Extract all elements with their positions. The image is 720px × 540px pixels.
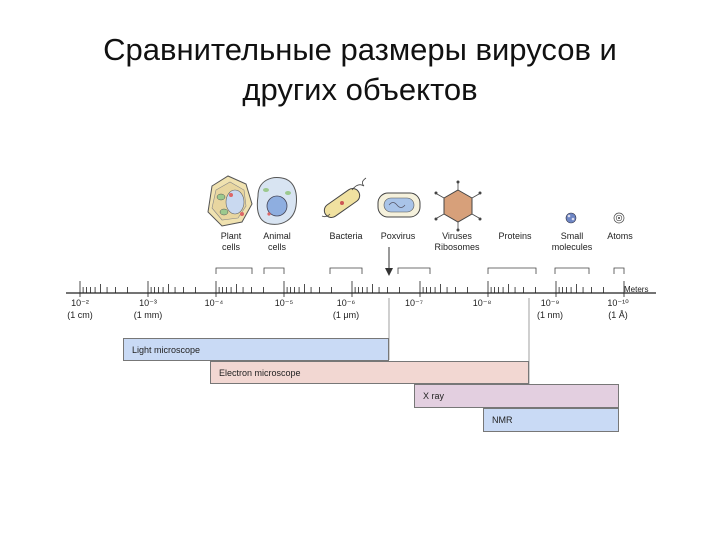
title-line-1: Сравнительные размеры вирусов и bbox=[103, 32, 617, 67]
tick-label-1e-2: 10⁻² (1 cm) bbox=[58, 297, 102, 321]
tick-exponent: 10⁻⁴ bbox=[204, 298, 224, 308]
plant-cell-icon bbox=[207, 175, 253, 227]
log-ruler bbox=[66, 281, 656, 297]
bar-x-ray: X ray bbox=[414, 384, 619, 408]
tick-label-1e-3: 10⁻³ (1 mm) bbox=[126, 297, 170, 321]
tick-exponent: 10⁻⁹ bbox=[540, 298, 560, 308]
category-atoms: Atoms bbox=[602, 231, 638, 242]
slide-title: Сравнительные размеры вирусов и других о… bbox=[0, 30, 720, 110]
bacteria-icon bbox=[321, 177, 367, 218]
tick-label-1e-9: 10⁻⁹ (1 nm) bbox=[528, 297, 572, 321]
category-line: molecules bbox=[551, 242, 593, 252]
tick-label-1e-4: 10⁻⁴ bbox=[192, 297, 236, 309]
category-line: Animal bbox=[263, 231, 291, 241]
category-viruses-ribosomes: Viruses Ribosomes bbox=[428, 231, 486, 253]
category-line: Poxvirus bbox=[380, 231, 416, 241]
tick-exponent: 10⁻⁸ bbox=[472, 298, 492, 308]
range-brackets bbox=[215, 267, 625, 274]
tick-exponent: 10⁻¹⁰ bbox=[607, 298, 629, 308]
virus-icon bbox=[434, 180, 482, 232]
category-line: Atoms bbox=[607, 231, 633, 241]
category-line: Viruses bbox=[442, 231, 472, 241]
category-proteins: Proteins bbox=[490, 231, 540, 242]
atom-icon bbox=[613, 212, 625, 224]
tick-label-1e-8: 10⁻⁸ bbox=[460, 297, 504, 309]
category-line: Ribosomes bbox=[434, 242, 480, 252]
tick-sub: (1 cm) bbox=[67, 310, 93, 320]
poxvirus-icon bbox=[377, 192, 421, 218]
bar-light-microscope: Light microscope bbox=[123, 338, 389, 361]
category-line: cells bbox=[267, 242, 286, 252]
tick-label-1e-7: 10⁻⁷ bbox=[392, 297, 436, 309]
bar-guides bbox=[388, 298, 530, 384]
unit-label: Meters bbox=[624, 285, 649, 294]
category-line: Plant bbox=[220, 231, 242, 241]
animal-cell-icon bbox=[256, 177, 297, 225]
category-line: Small bbox=[560, 231, 584, 241]
tick-sub: (1 Å) bbox=[608, 310, 628, 320]
bar-electron-microscope: Electron microscope bbox=[210, 361, 529, 384]
tick-label-1e-10: 10⁻¹⁰ (1 Å) bbox=[596, 297, 640, 321]
tick-sub: (1 μm) bbox=[332, 310, 360, 320]
poxvirus-arrow bbox=[385, 247, 393, 276]
category-plant-cells: Plant cells bbox=[210, 231, 252, 253]
tick-exponent: 10⁻⁶ bbox=[336, 298, 356, 308]
small-molecule-icon bbox=[565, 212, 577, 224]
category-small-molecules: Small molecules bbox=[545, 231, 599, 253]
category-line: Proteins bbox=[498, 231, 532, 241]
tick-sub: (1 mm) bbox=[133, 310, 163, 320]
title-line-2: других объектов bbox=[242, 72, 478, 107]
category-animal-cells: Animal cells bbox=[256, 231, 298, 253]
category-poxvirus: Poxvirus bbox=[374, 231, 422, 242]
category-line: Bacteria bbox=[329, 231, 363, 241]
bar-nmr: NMR bbox=[483, 408, 619, 432]
tick-label-1e-5: 10⁻⁵ bbox=[262, 297, 306, 309]
category-bacteria: Bacteria bbox=[322, 231, 370, 242]
tick-exponent: 10⁻⁷ bbox=[404, 298, 424, 308]
tick-exponent: 10⁻³ bbox=[139, 298, 157, 308]
tick-label-1e-6: 10⁻⁶ (1 μm) bbox=[324, 297, 368, 321]
tick-exponent: 10⁻² bbox=[71, 298, 89, 308]
category-line: cells bbox=[221, 242, 240, 252]
tick-sub: (1 nm) bbox=[536, 310, 563, 320]
tick-exponent: 10⁻⁵ bbox=[274, 298, 294, 308]
